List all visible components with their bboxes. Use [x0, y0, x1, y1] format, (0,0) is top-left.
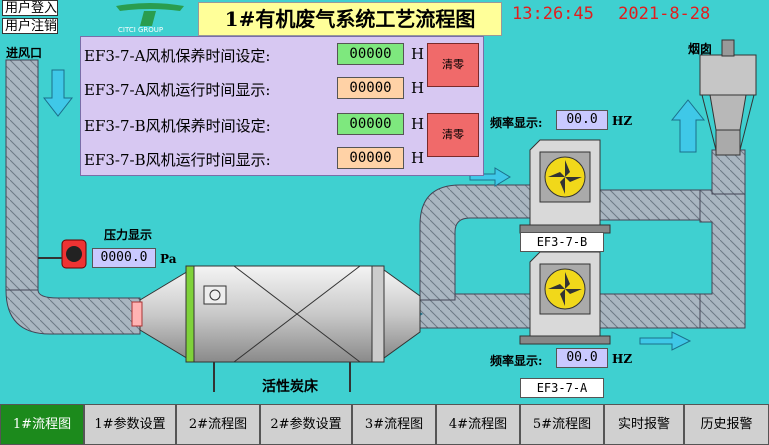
fan-a-freq-value: 00.0	[556, 348, 608, 368]
panel-row-a-run: EF3-7-A风机运行时间显示:	[84, 81, 271, 99]
fan-a-freq-unit: HZ	[612, 352, 633, 366]
bottom-nav: 1#流程图 1#参数设置 2#流程图 2#参数设置 3#流程图 4#流程图 5#…	[0, 404, 769, 445]
inlet-duct	[5, 59, 141, 335]
inlet-label: 进风口	[6, 46, 43, 60]
unit-h: H	[411, 115, 425, 133]
unit-h: H	[411, 79, 425, 97]
fan-b-freq-unit: HZ	[612, 114, 633, 128]
nav-flow-4[interactable]: 4#流程图	[436, 404, 520, 445]
nav-flow-2[interactable]: 2#流程图	[176, 404, 260, 445]
carbon-bed	[131, 265, 421, 392]
pressure-unit: Pa	[160, 252, 177, 266]
clock-date: 2021-8-28	[618, 4, 711, 24]
fan-b-icon	[519, 139, 611, 234]
chimney-label: 烟囱	[688, 42, 713, 56]
fan-a-run-time-display: 00000	[337, 77, 404, 99]
fan-b-maint-set-input[interactable]: 00000	[337, 113, 404, 135]
nav-realtime-alarm[interactable]: 实时报警	[604, 404, 684, 445]
clock: 13:26:45 2021-8-28	[512, 4, 710, 24]
login-button[interactable]: 用户登入	[2, 0, 58, 16]
process-diagram	[5, 39, 757, 392]
panel-row-b-run: EF3-7-B风机运行时间显示:	[84, 151, 271, 169]
nav-flow-1[interactable]: 1#流程图	[0, 404, 84, 445]
nav-history-alarm[interactable]: 历史报警	[684, 404, 769, 445]
chimney	[699, 39, 757, 156]
logo-text: CITCI GROUP	[118, 26, 164, 34]
page-title: 1#有机废气系统工艺流程图	[198, 2, 502, 36]
fan-b-run-time-display: 00000	[337, 147, 404, 169]
logo-icon	[116, 3, 184, 26]
panel-row-b-set: EF3-7-B风机保养时间设定:	[84, 117, 271, 135]
company-logo: CITCI GROUP	[110, 2, 190, 34]
clear-a-button[interactable]: 清零	[427, 43, 479, 87]
nav-flow-3[interactable]: 3#流程图	[352, 404, 436, 445]
outlet-duct	[419, 149, 746, 329]
fan-b-freq-label: 频率显示:	[490, 116, 543, 130]
carbon-bed-label: 活性炭床	[262, 379, 318, 395]
pressure-label: 压力显示	[104, 228, 153, 242]
nav-params-2[interactable]: 2#参数设置	[260, 404, 352, 445]
panel-row-a-set: EF3-7-A风机保养时间设定:	[84, 47, 271, 65]
fan-a-maint-set-input[interactable]: 00000	[337, 43, 404, 65]
fan-b-name: EF3-7-B	[520, 232, 604, 252]
fan-maintenance-panel: EF3-7-A风机保养时间设定: 00000 H EF3-7-A风机运行时间显示…	[80, 36, 484, 176]
logout-button[interactable]: 用户注销	[2, 18, 58, 34]
unit-h: H	[411, 149, 425, 167]
fan-a-icon	[519, 251, 611, 345]
clear-b-button[interactable]: 清零	[427, 113, 479, 157]
unit-h: H	[411, 45, 425, 63]
nav-params-1[interactable]: 1#参数设置	[84, 404, 176, 445]
fan-a-freq-label: 频率显示:	[490, 354, 543, 368]
nav-flow-5[interactable]: 5#流程图	[520, 404, 604, 445]
pressure-gauge-icon	[38, 239, 87, 269]
fan-a-name: EF3-7-A	[520, 378, 604, 398]
fan-b-freq-value: 00.0	[556, 110, 608, 130]
pressure-value: 0000.0	[92, 248, 156, 268]
clock-time: 13:26:45	[512, 4, 594, 24]
